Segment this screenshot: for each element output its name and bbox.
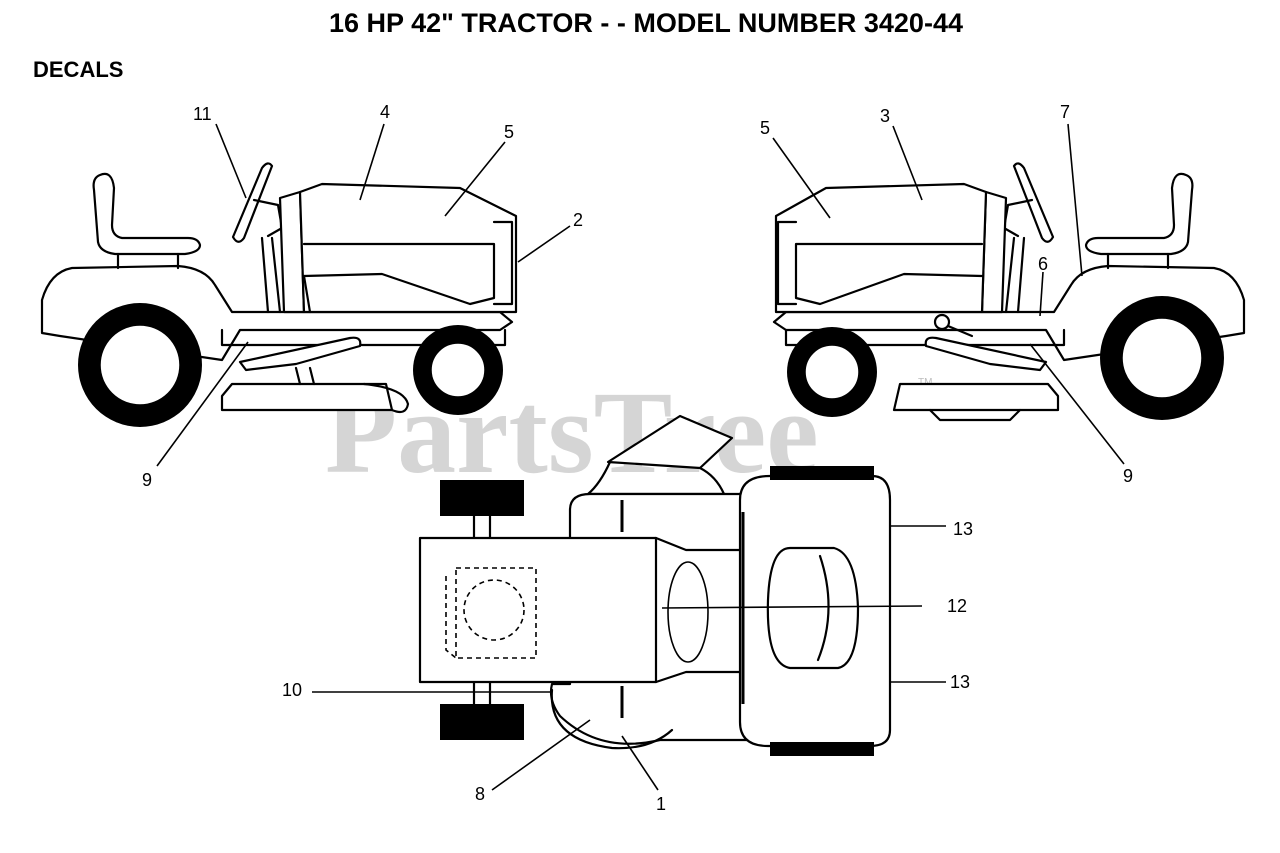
top-neck — [654, 536, 742, 684]
callout-left-11: 11 — [193, 104, 212, 124]
right-seat — [1084, 172, 1194, 256]
top-front-tire-upper — [770, 466, 874, 480]
left-steering-column — [260, 236, 282, 314]
page-title: 16 HP 42" TRACTOR - - MODEL NUMBER 3420-… — [329, 8, 963, 38]
callout-right-7: 7 — [1060, 102, 1070, 122]
right-deck-skirt — [928, 408, 1022, 422]
left-front-rim — [430, 342, 486, 398]
callout-right-6: 6 — [1038, 254, 1048, 274]
callout-left-2: 2 — [573, 210, 583, 230]
callout-top-1: 1 — [656, 794, 666, 814]
right-hood — [774, 182, 988, 314]
left-frame — [220, 328, 507, 347]
top-seat-outline — [455, 567, 537, 659]
left-seat-post — [116, 252, 180, 270]
callout-leaders — [156, 123, 1125, 791]
right-mower-deck — [892, 382, 1060, 412]
watermark-trademark: TM — [918, 377, 932, 388]
callout-top-13-lower: 13 — [950, 672, 970, 692]
top-seat-circle — [463, 579, 525, 641]
top-seat-outline-side — [445, 576, 457, 659]
callout-top-8: 8 — [475, 784, 485, 804]
callout-top-13-upper: 13 — [953, 519, 973, 539]
callout-left-9: 9 — [142, 470, 152, 490]
right-grille — [776, 220, 798, 306]
left-hood-edge — [302, 274, 312, 314]
left-steering-wheel — [231, 162, 274, 243]
callout-right-9: 9 — [1123, 466, 1133, 486]
left-footrest — [238, 336, 362, 372]
callout-left-4: 4 — [380, 102, 390, 122]
callout-top-10: 10 — [282, 680, 302, 700]
right-seat-post — [1106, 252, 1170, 270]
tractor-left-side-view — [40, 162, 518, 427]
callout-right-3: 3 — [880, 106, 890, 126]
left-hood-side-panel — [302, 242, 496, 306]
top-fuel-cap — [667, 561, 709, 663]
callout-right-5: 5 — [760, 118, 770, 138]
top-front-tire-lower — [770, 742, 874, 756]
right-footrest — [924, 336, 1048, 372]
watermark-text: PartsTree — [325, 367, 819, 498]
right-lift-knob — [933, 313, 951, 331]
left-discharge-chute — [362, 382, 410, 414]
top-rear-axles — [472, 514, 492, 706]
section-label: DECALS — [33, 57, 124, 82]
left-seat — [92, 172, 202, 256]
left-mower-deck — [220, 382, 394, 412]
top-rear-tire-upper — [440, 480, 524, 516]
left-deck-hanger — [294, 366, 316, 386]
right-front-rim — [804, 344, 860, 400]
top-fender-curve — [550, 688, 674, 750]
tractor-right-side-view — [772, 162, 1246, 422]
right-steering-wheel — [1012, 162, 1055, 243]
top-hood-vent-curve — [816, 554, 830, 662]
left-rear-rim — [99, 324, 181, 406]
right-steering-column — [1004, 236, 1026, 314]
left-grille — [492, 220, 514, 306]
right-steering-hub — [1002, 198, 1034, 238]
top-rear-tire-lower — [440, 704, 524, 740]
top-steering-wheel — [606, 414, 734, 470]
left-steering-hub — [252, 198, 284, 238]
callout-top-12: 12 — [947, 596, 967, 616]
tractor-top-view — [418, 414, 892, 756]
callout-left-5: 5 — [504, 122, 514, 142]
right-hood-side-panel — [794, 242, 984, 306]
callout-labels: 11 4 5 2 9 5 3 7 6 9 13 12 13 10 8 1 — [142, 102, 1133, 814]
right-rear-rim — [1121, 317, 1203, 399]
right-lift-lever — [946, 324, 974, 338]
left-hood — [298, 182, 518, 314]
top-hood-vent — [766, 546, 860, 670]
